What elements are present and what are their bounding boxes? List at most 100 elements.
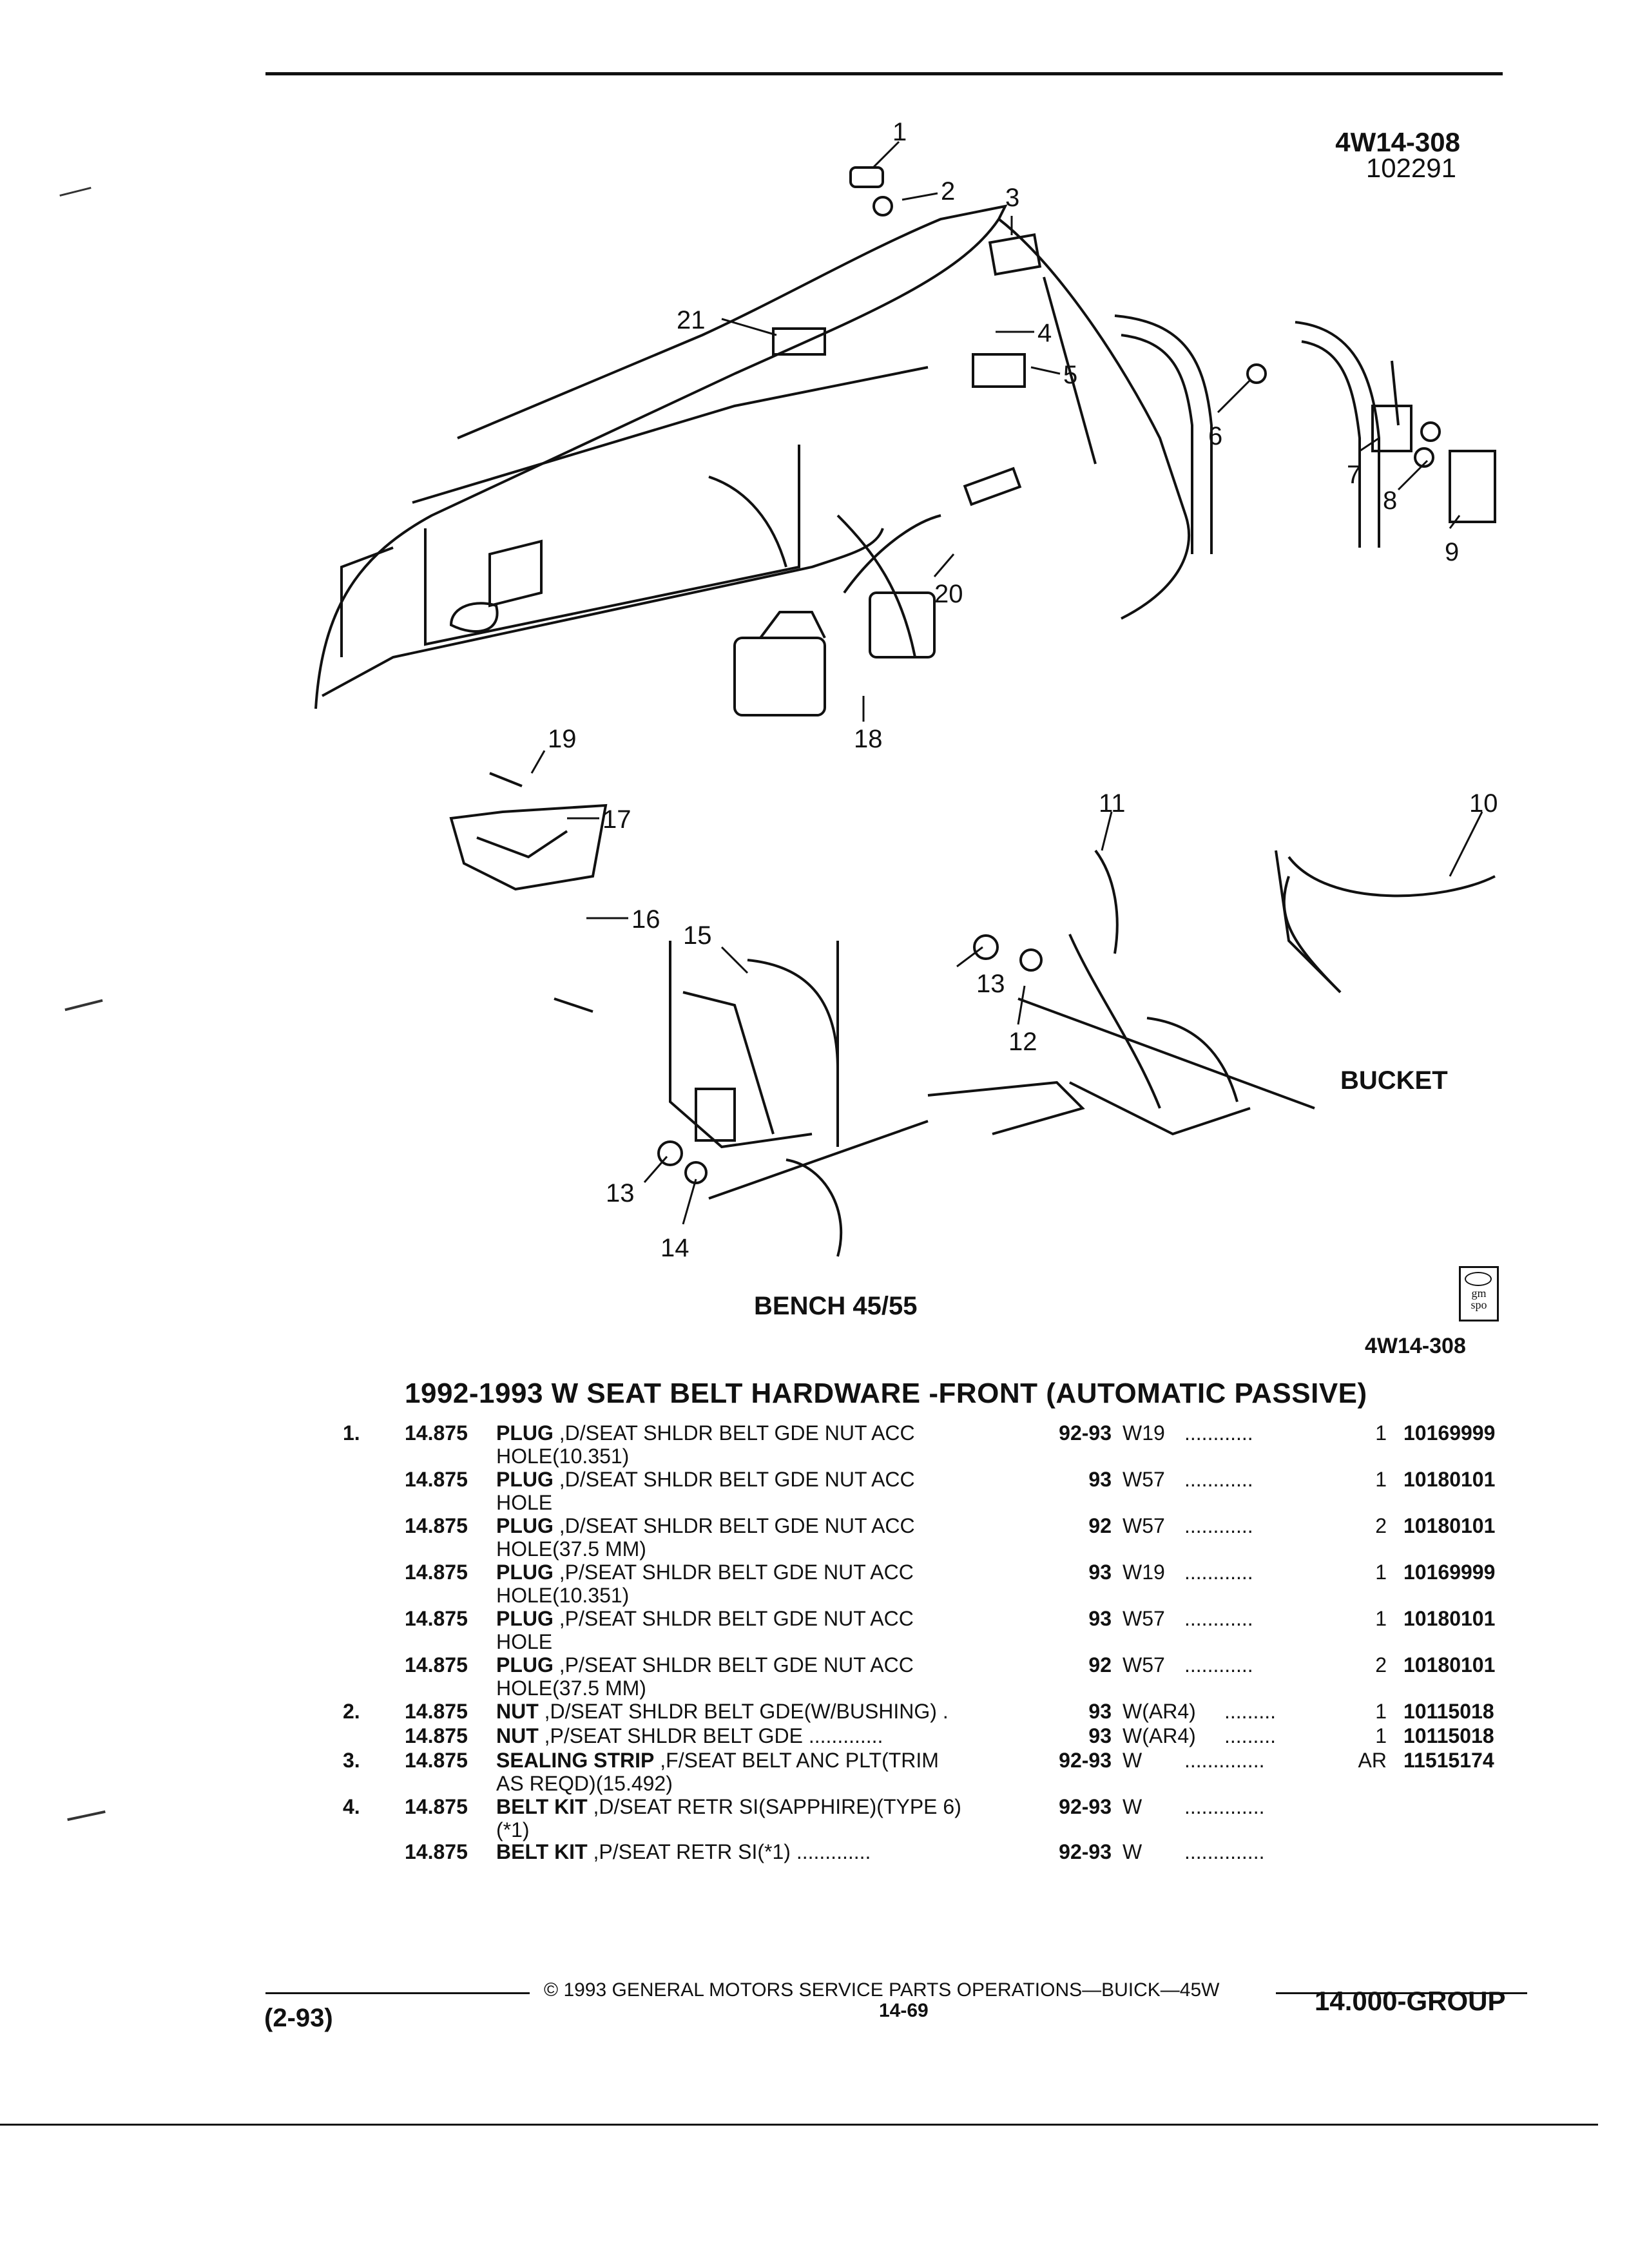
footer-revision: (2-93) [264, 2004, 333, 2032]
part-detail: ,D/SEAT RETR SI(SAPPHIRE)(TYPE 6) [587, 1795, 961, 1818]
group-number: 14.875 [405, 1840, 468, 1863]
footer-page-number: 14-69 [879, 2000, 929, 2021]
part-detail-continued: HOLE(37.5 MM) [496, 1537, 646, 1561]
part-detail-continued: AS REQD)(15.492) [496, 1772, 673, 1795]
bench-label: BENCH 45/55 [754, 1292, 917, 1320]
bottom-rule [0, 2124, 1598, 2126]
group-number: 14.875 [405, 1653, 468, 1677]
group-number: 14.875 [405, 1561, 468, 1584]
callout-4: 4 [1037, 319, 1052, 347]
part-number: 11515174 [1403, 1749, 1494, 1772]
part-name: BELT KIT [496, 1795, 588, 1818]
callout-numbers: 1 2 3 4 5 6 7 8 9 10 11 13 12 13 14 15 1… [548, 118, 1498, 1262]
leader-dots: ............ [1184, 1607, 1253, 1630]
part-detail-continued: HOLE [496, 1630, 553, 1653]
callout-1: 1 [892, 118, 907, 146]
group-number: 14.875 [405, 1468, 468, 1491]
part-number: 10180101 [1403, 1607, 1496, 1630]
quantity: 1 [1375, 1700, 1387, 1723]
group-number: 14.875 [405, 1421, 468, 1445]
part-description: BELT KIT ,D/SEAT RETR SI(SAPPHIRE)(TYPE … [496, 1795, 961, 1841]
figure-code: 4W14-308 [1335, 127, 1460, 157]
callout-11: 11 [1099, 789, 1126, 818]
pillar-detail-drawing [1114, 314, 1496, 554]
series: W [1123, 1795, 1142, 1818]
logo-oval [1465, 1272, 1492, 1286]
part-name: NUT [496, 1700, 539, 1723]
series: W57 [1123, 1607, 1165, 1630]
callout-13a: 13 [976, 970, 1005, 998]
leader-dots: ............ [1184, 1421, 1253, 1445]
row-number: 2. [343, 1700, 360, 1723]
model-years: 92 [1088, 1653, 1112, 1677]
callout-8: 8 [1383, 486, 1397, 515]
figure-footer-code: 4W14-308 [1365, 1334, 1466, 1358]
date-code: 102291 [1365, 153, 1456, 183]
quantity: 1 [1375, 1561, 1387, 1584]
group-number: 14.875 [405, 1795, 468, 1818]
series: W19 [1123, 1561, 1165, 1584]
door-panel-drawing [314, 204, 1190, 709]
leader-dots: .............. [1184, 1840, 1265, 1863]
part-detail: ,F/SEAT BELT ANC PLT(TRIM [654, 1749, 939, 1772]
part-number: 10180101 [1403, 1514, 1496, 1537]
model-years: 93 [1088, 1607, 1112, 1630]
row-number: 1. [343, 1421, 360, 1445]
model-years: 93 [1088, 1700, 1112, 1723]
row-number: 3. [343, 1749, 360, 1772]
part-number: 10115018 [1403, 1724, 1494, 1747]
upper-hardware-drawing [772, 166, 1042, 506]
part-number: 10169999 [1403, 1421, 1496, 1445]
bucket-belt-drawing [973, 849, 1496, 1136]
series: W57 [1123, 1653, 1165, 1677]
callout-19: 19 [548, 725, 577, 753]
callout-3: 3 [1005, 184, 1019, 212]
callout-15: 15 [683, 921, 712, 950]
part-number: 10115018 [1403, 1700, 1494, 1723]
callout-14: 14 [660, 1234, 689, 1262]
model-years: 92-93 [1059, 1749, 1112, 1772]
part-name: BELT KIT [496, 1840, 588, 1863]
scan-mark [59, 186, 92, 197]
series: W57 [1123, 1468, 1165, 1491]
part-detail: ,D/SEAT SHLDR BELT GDE(W/BUSHING) . [538, 1700, 949, 1723]
callout-7: 7 [1347, 461, 1361, 489]
leader-lines [530, 140, 1483, 1225]
callout-10: 10 [1469, 789, 1498, 818]
part-number: 10180101 [1403, 1653, 1496, 1677]
part-detail: ,P/SEAT SHLDR BELT GDE NUT ACC [553, 1653, 914, 1677]
series: W19 [1123, 1421, 1165, 1445]
leader-dots: ............ [1184, 1514, 1253, 1537]
callout-16: 16 [631, 905, 660, 934]
model-years: 92 [1088, 1514, 1112, 1537]
part-detail: ,P/SEAT SHLDR BELT GDE NUT ACC [553, 1607, 914, 1630]
part-detail: ,P/SEAT SHLDR BELT GDE NUT ACC [553, 1561, 914, 1584]
footer-copyright: © 1993 GENERAL MOTORS SERVICE PARTS OPER… [544, 1979, 1220, 2001]
model-years: 92-93 [1059, 1421, 1112, 1445]
callout-21: 21 [677, 306, 706, 334]
footer-rule-right [1276, 1992, 1527, 1994]
quantity: AR [1358, 1749, 1387, 1772]
group-number: 14.875 [405, 1700, 468, 1723]
footer-group: 14.000-GROUP [1315, 1986, 1506, 2016]
part-name: PLUG [496, 1514, 554, 1537]
gm-spo-logo: gm spo [1459, 1266, 1499, 1321]
retractor-drawing [733, 514, 941, 716]
model-years: 92-93 [1059, 1795, 1112, 1818]
top-rule [265, 72, 1503, 75]
callout-9: 9 [1445, 538, 1459, 566]
callout-12: 12 [1008, 1028, 1037, 1056]
